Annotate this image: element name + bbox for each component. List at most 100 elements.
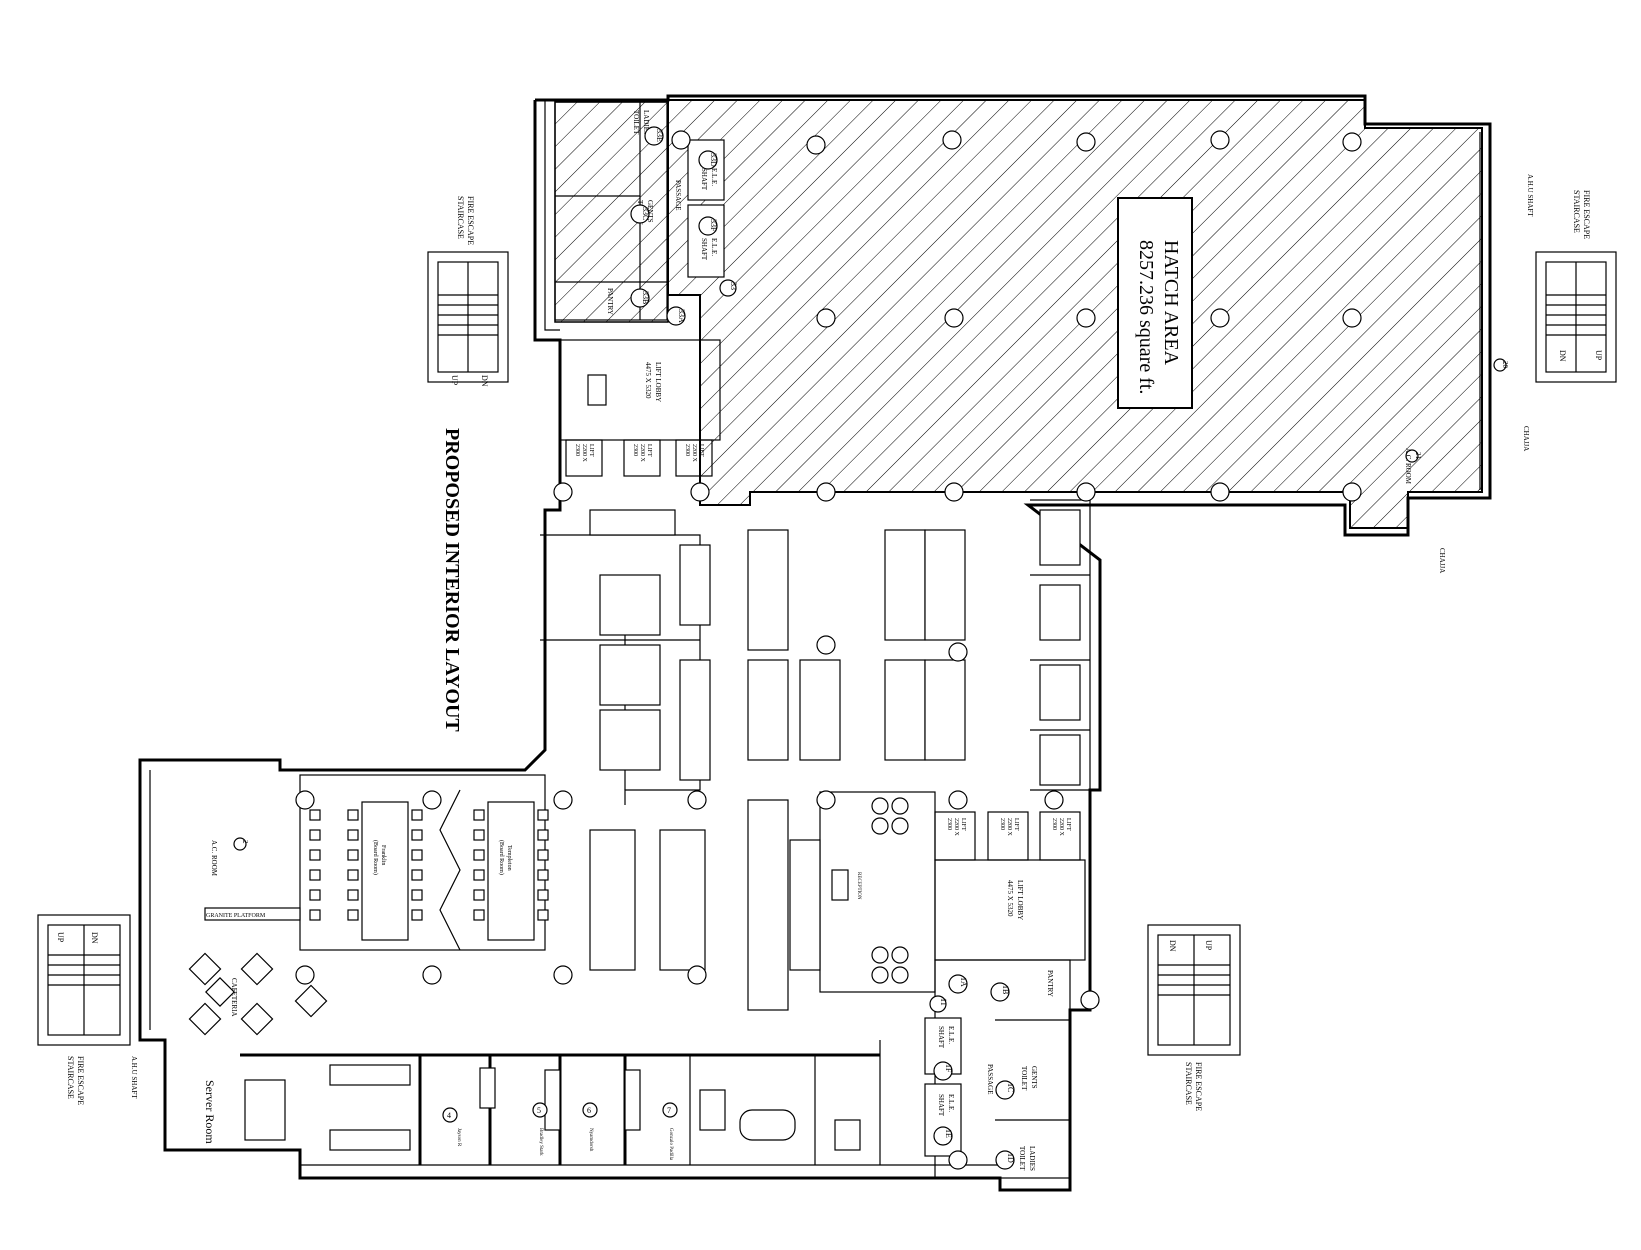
lift-s3-l1: LIFT — [1065, 818, 1071, 831]
workstations — [244, 509, 1081, 1151]
ac-room-ne-number: 21 — [1414, 452, 1422, 460]
ele-shaft-n1-1: E.L.E. — [710, 168, 718, 186]
columns — [295, 130, 1362, 1170]
lift-lobby-s-2: 4475 X 5320 — [1006, 880, 1014, 917]
lift-s1-l1: LIFT — [960, 818, 966, 831]
ladies-toilet-n-1: LADIES — [642, 110, 650, 135]
room-1f-label: 1F — [944, 1064, 953, 1073]
board-rooms: Franklin (Board Room) Templeton (Board R… — [309, 801, 549, 941]
ac-room-ne-label: A.C. ROOM — [1404, 448, 1412, 485]
stair-dn-label-se: DN — [1168, 940, 1177, 952]
gents-toilet-s-2: TOILET — [1020, 1066, 1028, 1091]
ele-shaft-n2-1: E.L.E. — [710, 238, 718, 256]
cabin-6-number: 6 — [587, 1106, 591, 1115]
fire-escape-sw: UP DN FIRE ESCAPE STAIRCASE — [37, 914, 131, 1105]
lift-s3-l3: 2300 — [1051, 818, 1057, 830]
cafeteria: CAFETERIA — [188, 952, 328, 1036]
ele-shaft-n2-2: SHAFT — [700, 238, 708, 261]
fire-escape-sw-label-1: FIRE ESCAPE — [76, 1056, 85, 1105]
room-33f-label: 33F — [709, 219, 718, 232]
fire-escape-se: DN UP FIRE ESCAPE STAIRCASE — [1147, 924, 1241, 1111]
ele-shaft-n1-2: SHAFT — [700, 168, 708, 191]
board-2-name: Templeton — [506, 845, 512, 871]
cabin-6-name: Nyamdorsh — [588, 1128, 593, 1152]
stair-up-label-sw: UP — [56, 932, 65, 943]
lift-s3-l2: 2200 X — [1058, 818, 1064, 837]
stair-dn-label-ne: DN — [1558, 350, 1567, 362]
lift-n2-l3: 2300 — [632, 444, 638, 456]
room-33b-label: 33B — [641, 291, 650, 304]
room-33a-label: 33A — [677, 309, 686, 323]
lift-s1-l2: 2200 X — [953, 818, 959, 837]
server-room-label: Server Room — [203, 1080, 217, 1144]
gents-toilet-s-1: GENTS — [1030, 1066, 1038, 1089]
north-core: LADIES TOILET GENTS TOILET PASSAGE PANTR… — [554, 101, 738, 326]
cabins-row: 4 5 6 7 Jayson R Bradley Stark Nyamdorsh… — [442, 1102, 678, 1161]
granite-platform-label: GRANITE PLATFORM — [206, 913, 266, 919]
room-33e-label: 33E — [655, 129, 664, 142]
fire-escape-nw-label-2: STAIRCASE — [456, 196, 465, 239]
room-number-20-marker — [1493, 358, 1507, 372]
chajja-1-label: CHAJJA — [1522, 426, 1530, 451]
room-11-label: 11 — [939, 998, 948, 1006]
ahu-shaft-sw-label: A.H.U SHAFT — [130, 1056, 138, 1099]
cabin-5-number: 5 — [537, 1106, 541, 1115]
room-1e-label: 1E — [944, 1129, 953, 1138]
room-33c-label: 33C — [641, 207, 650, 220]
lift-n3-l1: LIFT — [698, 444, 704, 457]
south-core: PANTRY PASSAGE GENTS TOILET LADIES TOILE… — [924, 959, 1071, 1179]
fire-escape-sw-label-2: STAIRCASE — [66, 1056, 75, 1099]
room-1c-label: 1C — [1006, 1083, 1015, 1092]
room-33d-label: 33D — [709, 153, 718, 167]
fire-escape-se-label-1: FIRE ESCAPE — [1194, 1062, 1203, 1111]
fire-escape-ne: DN UP FIRE ESCAPE STAIRCASE — [1535, 190, 1617, 383]
stair-up-label-se: UP — [1204, 940, 1213, 951]
column-number-label: 20 — [1501, 361, 1509, 369]
lift-n3-l2: 2200 X — [691, 444, 697, 463]
passage-n-label: PASSAGE — [674, 180, 682, 210]
room-number-21-marker — [1405, 449, 1419, 463]
cabin-7-name: Gonzalo Padilla — [668, 1128, 673, 1161]
lift-lobby-south: LIFT LOBBY 4475 X 5320 LIFT 2200 X 2300 … — [934, 811, 1086, 961]
ladies-toilet-s-2: TOILET — [1018, 1146, 1026, 1171]
fire-escape-nw: UP DN FIRE ESCAPE STAIRCASE — [427, 196, 509, 387]
pantry-n-label: PANTRY — [606, 288, 614, 315]
ahu-shaft-ne-label: A.H.U SHAFT — [1526, 174, 1534, 217]
fire-escape-ne-label-1: FIRE ESCAPE — [1582, 190, 1591, 239]
fire-escape-ne-label-2: STAIRCASE — [1572, 190, 1581, 233]
board-1-sub: (Board Room) — [372, 840, 379, 875]
board-1-name: Franklin — [380, 845, 386, 865]
page-title: PROPOSED INTERIOR LAYOUT — [441, 428, 463, 732]
cabin-4-name: Jayson R — [456, 1128, 461, 1147]
ele-shaft-s2-1: E.L.E. — [947, 1094, 955, 1112]
lift-n2-l2: 2200 X — [639, 444, 645, 463]
ladies-toilet-s-1: LADIES — [1028, 1146, 1036, 1171]
room-1d-label: 1D — [1006, 1153, 1015, 1163]
chajja-2-label: CHAJJA — [1438, 548, 1446, 573]
lift-n1-l1: LIFT — [588, 444, 594, 457]
lift-n3-l3: 2300 — [684, 444, 690, 456]
hatch-area-title: HATCH AREA — [1160, 240, 1182, 366]
ac-room-w-label: A.C. ROOM — [210, 840, 218, 877]
lift-lobby-n-2: 4475 X 5320 — [644, 362, 652, 399]
ele-shaft-s1-2: SHAFT — [937, 1026, 945, 1049]
cafeteria-label: CAFETERIA — [230, 978, 238, 1017]
cabin-4-number: 4 — [447, 1111, 451, 1120]
ele-shaft-s2-2: SHAFT — [937, 1094, 945, 1117]
lift-s2-l2: 2200 X — [1006, 818, 1012, 837]
passage-s-label: PASSAGE — [986, 1064, 994, 1094]
outer-walls — [138, 94, 1492, 1192]
board-2-sub: (Board Room) — [498, 840, 505, 875]
room-number-2-marker — [233, 837, 247, 851]
stair-up-label-ne: UP — [1594, 350, 1603, 361]
gents-toilet-n-1: GENTS — [646, 200, 654, 223]
cabin-5-name: Bradley Stark — [538, 1128, 543, 1156]
hatch-area-size: 8257.236 square ft. — [1135, 240, 1157, 394]
ladies-toilet-n-2: TOILET — [632, 110, 640, 135]
fire-escape-nw-label-1: FIRE ESCAPE — [466, 196, 475, 245]
reception-label: RECEPTION — [856, 872, 861, 900]
lift-s1-l3: 2300 — [946, 818, 952, 830]
room-33-label: 33 — [729, 282, 738, 290]
lift-n1-l2: 2200 X — [581, 444, 587, 463]
